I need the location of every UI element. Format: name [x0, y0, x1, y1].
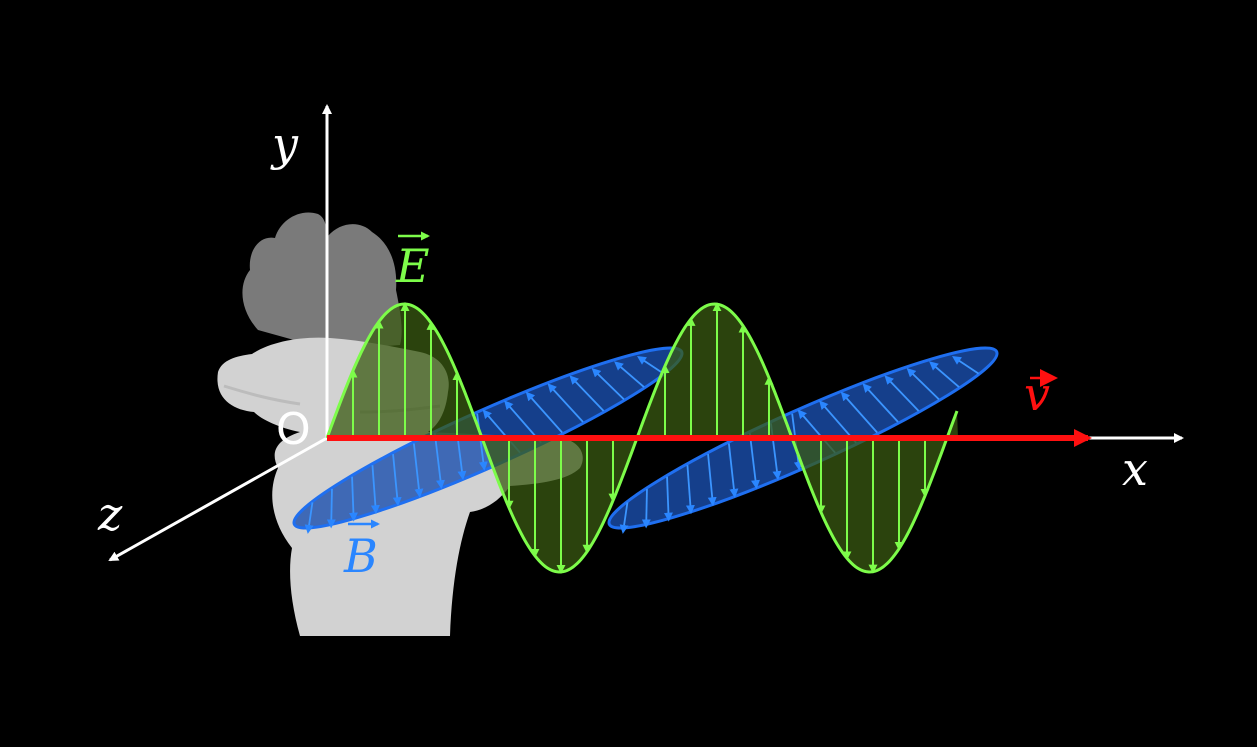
magnetic-field-vector — [370, 465, 380, 515]
magnetic-field-vector — [591, 367, 625, 400]
electric-field-label: E — [395, 231, 430, 293]
z-axis — [108, 436, 328, 562]
magnetic-field-symbol: B — [343, 529, 378, 583]
electric-field-curve — [325, 302, 959, 574]
magnetic-field-vector — [663, 476, 673, 522]
magnetic-field-vector — [304, 502, 314, 534]
magnetic-field-vector — [952, 355, 980, 375]
magnetic-field-vector — [525, 391, 563, 434]
magnetic-field-vector — [862, 383, 899, 423]
hand-back-fingers — [242, 212, 402, 350]
magnetic-field-vector — [547, 383, 584, 423]
magnetic-field-label: B — [343, 519, 380, 583]
magnetic-field-vector — [392, 454, 402, 507]
magnetic-field-vector — [412, 443, 424, 498]
magnetic-field-vector — [906, 367, 940, 400]
magnetic-field-vector — [929, 361, 960, 388]
velocity-label: v — [1024, 367, 1058, 421]
magnetic-field-vector — [641, 488, 651, 529]
magnetic-field-vector — [614, 361, 645, 388]
magnetic-field-vector — [433, 433, 445, 490]
magnetic-field-vector — [326, 488, 336, 529]
velocity-symbol: v — [1024, 367, 1050, 421]
magnetic-field-vector — [727, 443, 739, 498]
magnetic-field-vector — [748, 433, 760, 490]
x-axis-label: x — [1122, 442, 1148, 496]
magnetic-field-vector — [685, 465, 695, 515]
magnetic-field-vector — [348, 476, 358, 522]
magnetic-field-vector — [569, 375, 605, 412]
origin-label: O — [276, 404, 311, 455]
y-axis-label: y — [270, 117, 299, 171]
magnetic-field-vector — [707, 454, 717, 507]
magnetic-field-vector — [476, 413, 488, 471]
hand-crease — [223, 384, 301, 406]
magnetic-field-vector — [619, 502, 629, 534]
z-axis-label: z — [97, 487, 123, 541]
magnetic-field-vector — [637, 355, 665, 375]
magnetic-field-vector — [884, 375, 920, 412]
axes — [108, 104, 1184, 562]
magnetic-field-vector — [840, 391, 878, 434]
electric-field-symbol: E — [395, 239, 430, 293]
